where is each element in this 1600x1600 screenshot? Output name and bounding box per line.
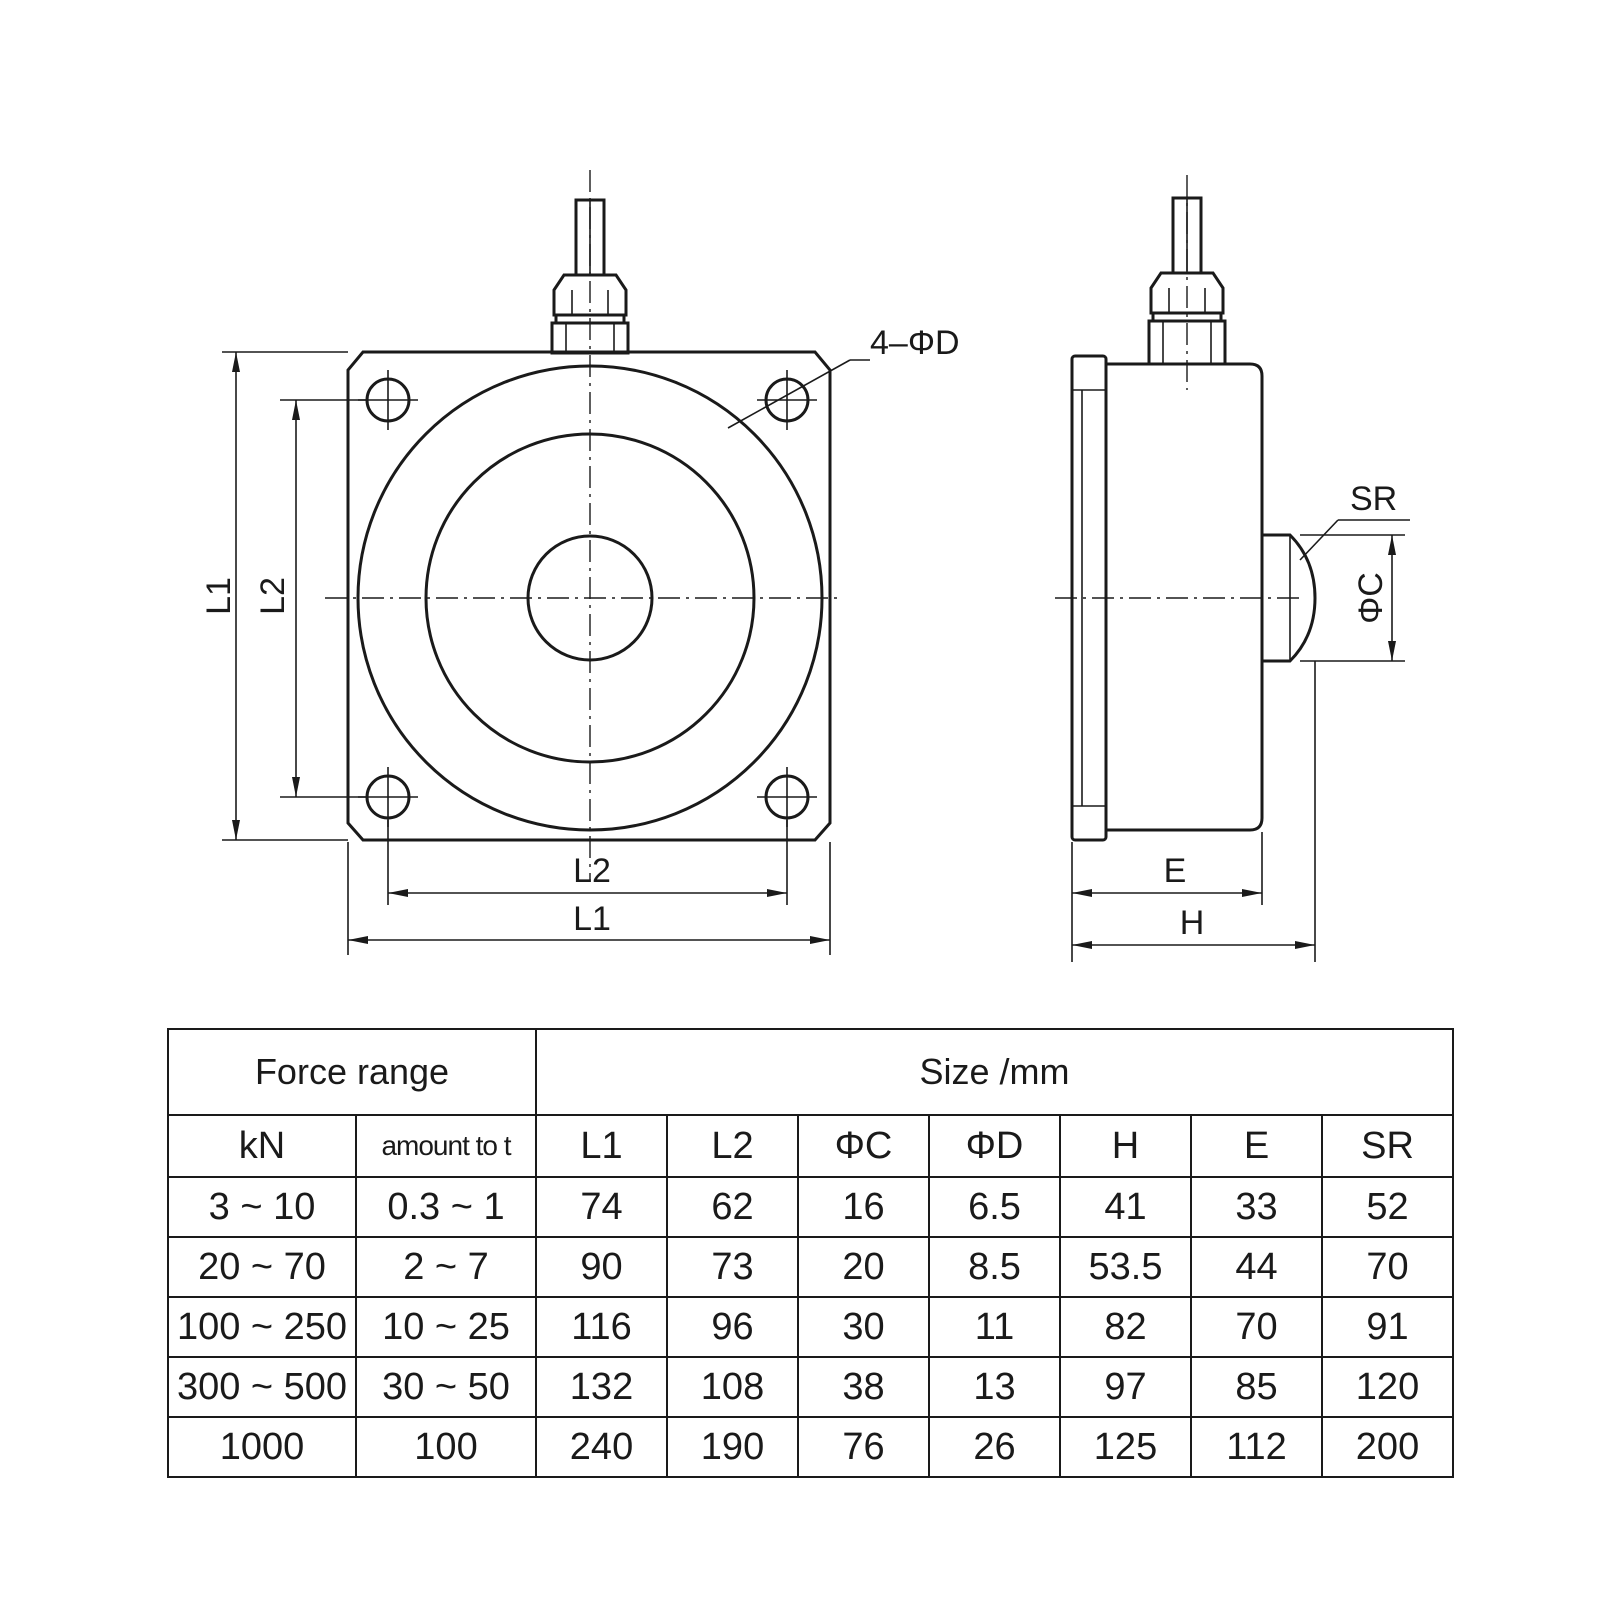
table-cell: 116 [535,1296,668,1358]
middle-circle [424,432,756,764]
sr-callout: SR [1299,480,1410,561]
table-cell: 96 [666,1296,799,1358]
column-header-l2: L2 [666,1114,799,1178]
table-cell: 41 [1059,1176,1192,1238]
dim-l1-vertical-label: L1 [200,577,238,615]
table-cell: 300 ~ 500 [167,1356,357,1418]
size-header: Size /mm [535,1028,1454,1116]
side-cable-connector [1147,196,1227,366]
front-view: 4–ΦD L1 L2 L2 L1 [200,170,960,955]
column-header-c: ΦC [797,1114,930,1178]
column-header-sr: SR [1321,1114,1454,1178]
table-cell: 132 [535,1356,668,1418]
table-cell: 3 ~ 10 [167,1176,357,1238]
dim-c-label: ΦC [1352,572,1390,624]
table-cell: 62 [666,1176,799,1238]
column-header-kn: kN [167,1114,357,1178]
table-row: 300 ~ 500 30 ~ 50 132 108 38 13 97 85 12… [167,1356,1454,1418]
dim-h-label: H [1180,904,1205,942]
dim-h: H [1072,661,1316,962]
table-cell: 70 [1321,1236,1454,1298]
hole-callout: 4–ΦD [727,324,960,429]
outer-circle [356,364,824,832]
dim-l1-horizontal-label: L1 [573,900,611,938]
table-cell: 33 [1190,1176,1323,1238]
table-cell: 10 ~ 25 [355,1296,537,1358]
dim-l2-horizontal: L2 [387,820,788,905]
column-header-h: H [1059,1114,1192,1178]
table-cell: 112 [1190,1416,1323,1478]
table-cell: 0.3 ~ 1 [355,1176,537,1238]
dim-e: E [1071,832,1263,962]
table-cell: 53.5 [1059,1236,1192,1298]
table-cell: 100 [355,1416,537,1478]
front-cable-connector [550,198,630,355]
side-flange-plate [1070,354,1108,842]
table-cell: 11 [928,1296,1061,1358]
table-cell: 8.5 [928,1236,1061,1298]
table-cell: 13 [928,1356,1061,1418]
table-cell: 1000 [167,1416,357,1478]
table-cell: 108 [666,1356,799,1418]
specification-table: Force range Size /mm kN amount to t L1 L… [167,1028,1454,1478]
column-header-e: E [1190,1114,1323,1178]
dim-l2-horizontal-label: L2 [573,852,611,890]
dim-l2-vertical-label: L2 [254,577,292,615]
dim-l1-horizontal: L1 [347,842,831,955]
table-cell: 100 ~ 250 [167,1296,357,1358]
table-cell: 52 [1321,1176,1454,1238]
mounting-hole-top-right [757,370,817,430]
table-cell: 200 [1321,1416,1454,1478]
table-cell: 2 ~ 7 [355,1236,537,1298]
table-cell: 16 [797,1176,930,1238]
table-cell: 125 [1059,1416,1192,1478]
table-row: 100 ~ 250 10 ~ 25 116 96 30 11 82 70 91 [167,1296,1454,1358]
group-header-row: Force range Size /mm [167,1028,1454,1116]
column-header-d: ΦD [928,1114,1061,1178]
table-cell: 20 [797,1236,930,1298]
technical-drawing: 4–ΦD L1 L2 L2 L1 [200,170,1410,962]
table-cell: 30 [797,1296,930,1358]
table-cell: 85 [1190,1356,1323,1418]
table-cell: 74 [535,1176,668,1238]
hole-callout-label: 4–ΦD [870,324,960,362]
side-body [1106,362,1264,832]
column-header-row: kN amount to t L1 L2 ΦC ΦD H E SR [167,1114,1454,1178]
table-cell: 20 ~ 70 [167,1236,357,1298]
table-cell: 91 [1321,1296,1454,1358]
table-cell: 38 [797,1356,930,1418]
dim-c: ΦC [1300,534,1405,662]
table-row: 3 ~ 10 0.3 ~ 1 74 62 16 6.5 41 33 52 [167,1176,1454,1238]
table-cell: 73 [666,1236,799,1298]
dim-l2-vertical: L2 [254,399,366,798]
table-row: 1000 100 240 190 76 26 125 112 200 [167,1416,1454,1478]
table-cell: 97 [1059,1356,1192,1418]
table-cell: 90 [535,1236,668,1298]
side-view: SR ΦC E H [1055,175,1410,962]
spherical-button [1262,533,1317,663]
table-cell: 26 [928,1416,1061,1478]
column-header-amount-to-t: amount to t [355,1114,537,1178]
mounting-hole-bottom-left [358,767,418,827]
table-cell: 6.5 [928,1176,1061,1238]
table-cell: 82 [1059,1296,1192,1358]
table-cell: 190 [666,1416,799,1478]
table-cell: 44 [1190,1236,1323,1298]
sr-callout-label: SR [1350,480,1397,518]
table-row: 20 ~ 70 2 ~ 7 90 73 20 8.5 53.5 44 70 [167,1236,1454,1298]
dim-e-label: E [1164,852,1187,890]
table-cell: 30 ~ 50 [355,1356,537,1418]
table-cell: 76 [797,1416,930,1478]
table-cell: 70 [1190,1296,1323,1358]
center-hole [526,534,654,662]
dim-l1-vertical: L1 [200,351,348,841]
force-range-header: Force range [167,1028,537,1116]
table-cell: 120 [1321,1356,1454,1418]
column-header-l1: L1 [535,1114,668,1178]
mounting-hole-bottom-right [757,767,817,827]
table-cell: 240 [535,1416,668,1478]
flange-body-outline [346,350,832,842]
mounting-hole-top-left [358,370,418,430]
